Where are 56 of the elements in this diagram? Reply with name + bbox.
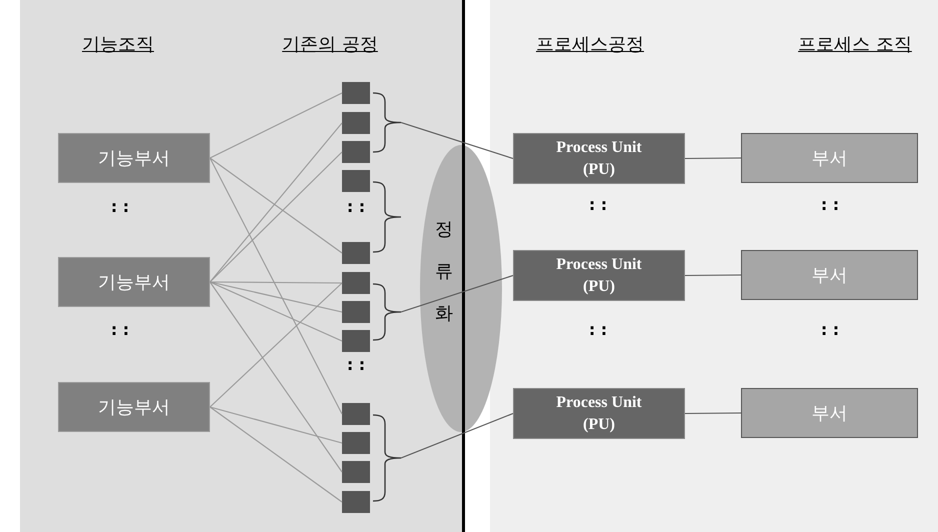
connector-line — [400, 122, 514, 160]
connector-line — [400, 274, 514, 313]
column-heading: 기존의 공정 — [282, 34, 378, 55]
small-square — [342, 461, 370, 483]
ellipsis-dots: : : — [588, 320, 608, 339]
department-box: 기능부서 — [58, 133, 210, 183]
connector-line — [685, 274, 741, 276]
connector-line — [210, 406, 342, 502]
connector-line — [210, 282, 342, 342]
small-square — [342, 491, 370, 513]
ellipsis-dots: : : — [588, 195, 608, 214]
ellipsis-dots: : : — [346, 197, 366, 216]
unit-box: 부서 — [741, 388, 918, 438]
curly-brace — [373, 283, 401, 341]
small-square — [342, 242, 370, 264]
connector-line — [210, 92, 342, 158]
department-box: 기능부서 — [58, 382, 210, 432]
small-square — [342, 432, 370, 454]
unit-box: 부서 — [741, 133, 918, 183]
ellipse-label: 정류화 — [434, 218, 454, 326]
process-unit-box: Process Unit (PU) — [513, 133, 685, 184]
ellipsis-dots: : : — [110, 197, 130, 216]
connector-line — [210, 281, 342, 313]
connector-line — [210, 152, 342, 282]
connector-line — [210, 281, 342, 284]
ellipsis-dots: : : — [820, 320, 840, 339]
small-square — [342, 82, 370, 104]
connector-line — [685, 412, 741, 414]
small-square — [342, 272, 370, 294]
connector-line — [210, 158, 342, 414]
connector-line — [400, 412, 514, 459]
connector-line — [210, 158, 342, 254]
column-heading: 프로세스공정 — [536, 34, 644, 55]
small-square — [342, 112, 370, 134]
curly-brace — [373, 181, 401, 253]
small-square — [342, 301, 370, 323]
small-square — [342, 141, 370, 163]
connector-line — [685, 157, 741, 160]
column-heading: 프로세스 조직 — [798, 34, 912, 55]
small-square — [342, 330, 370, 352]
department-box: 기능부서 — [58, 257, 210, 307]
connector-line — [210, 406, 342, 444]
process-unit-box: Process Unit (PU) — [513, 388, 685, 439]
connector-line — [210, 282, 342, 472]
curly-brace — [373, 414, 401, 502]
ellipsis-dots: : : — [110, 320, 130, 339]
connector-line — [210, 122, 342, 282]
connector-line — [210, 282, 342, 408]
ellipsis-dots: : : — [346, 355, 366, 374]
small-square — [342, 403, 370, 425]
curly-brace — [373, 92, 401, 153]
unit-box: 부서 — [741, 250, 918, 300]
column-heading: 기능조직 — [82, 34, 154, 55]
process-unit-box: Process Unit (PU) — [513, 250, 685, 301]
small-square — [342, 170, 370, 192]
ellipsis-dots: : : — [820, 195, 840, 214]
